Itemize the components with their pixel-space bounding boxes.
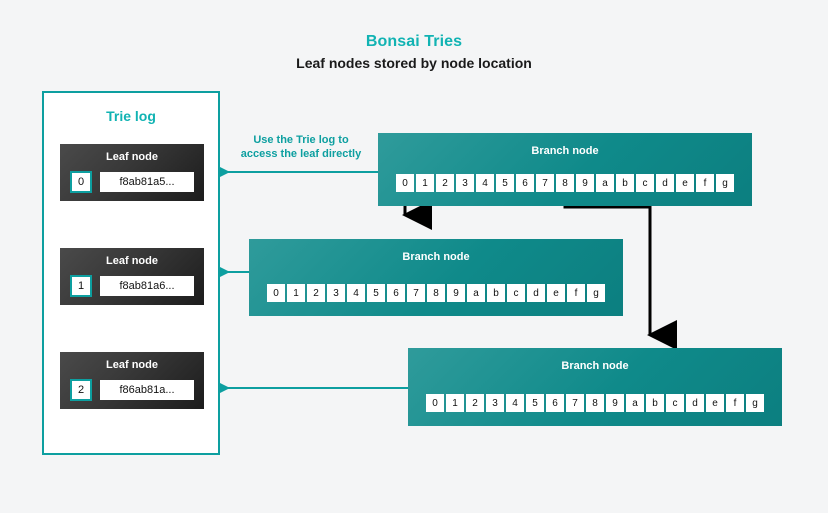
branch-cell-0[interactable]: 0 [267, 284, 285, 302]
page-subtitle: Leaf nodes stored by node location [296, 55, 532, 71]
branch-cell-f[interactable]: f [567, 284, 585, 302]
branch-cell-6[interactable]: 6 [546, 394, 564, 412]
leaf-node-row: 2 f86ab81a... [70, 379, 194, 401]
branch-cell-7[interactable]: 7 [407, 284, 425, 302]
leaf-node-2[interactable]: Leaf node 2 f86ab81a... [60, 352, 204, 409]
leaf-index-box: 0 [70, 171, 92, 193]
leaf-node-1[interactable]: Leaf node 1 f8ab81a6... [60, 248, 204, 305]
leaf-node-label: Leaf node [106, 359, 158, 371]
branch-cell-9[interactable]: 9 [606, 394, 624, 412]
branch-cell-8[interactable]: 8 [586, 394, 604, 412]
branch-cell-e[interactable]: e [547, 284, 565, 302]
branch-cell-c[interactable]: c [507, 284, 525, 302]
branch-cell-0[interactable]: 0 [426, 394, 444, 412]
branch-cell-1[interactable]: 1 [287, 284, 305, 302]
branch-cell-2[interactable]: 2 [436, 174, 454, 192]
trie-log-title: Trie log [106, 108, 156, 124]
branch-cell-2[interactable]: 2 [466, 394, 484, 412]
branch-cell-7[interactable]: 7 [536, 174, 554, 192]
annotation-line-1: Use the Trie log to [253, 134, 349, 146]
leaf-index-box: 1 [70, 275, 92, 297]
branch-cell-5[interactable]: 5 [526, 394, 544, 412]
leaf-node-0[interactable]: Leaf node 0 f8ab81a5... [60, 144, 204, 201]
leaf-node-row: 0 f8ab81a5... [70, 171, 194, 193]
branch-cell-5[interactable]: 5 [496, 174, 514, 192]
annotation-line-2: access the leaf directly [240, 148, 362, 160]
branch-cell-a[interactable]: a [626, 394, 644, 412]
branch-cell-a[interactable]: a [596, 174, 614, 192]
branch-cell-b[interactable]: b [646, 394, 664, 412]
branch-cell-g[interactable]: g [746, 394, 764, 412]
branch-cell-2[interactable]: 2 [307, 284, 325, 302]
branch-cell-c[interactable]: c [636, 174, 654, 192]
branch-cell-6[interactable]: 6 [516, 174, 534, 192]
leaf-hash-box: f86ab81a... [100, 380, 194, 400]
branch-cell-d[interactable]: d [527, 284, 545, 302]
leaf-hash-box: f8ab81a5... [100, 172, 194, 192]
branch-cell-c[interactable]: c [666, 394, 684, 412]
branch-cell-6[interactable]: 6 [387, 284, 405, 302]
branch-cell-3[interactable]: 3 [486, 394, 504, 412]
branch-node-label: Branch node [402, 251, 470, 263]
branch-cell-9[interactable]: 9 [576, 174, 594, 192]
branch-cell-f[interactable]: f [696, 174, 714, 192]
leaf-node-label: Leaf node [106, 255, 158, 267]
branch-cell-4[interactable]: 4 [347, 284, 365, 302]
leaf-hash-box: f8ab81a6... [100, 276, 194, 296]
page-title: Bonsai Tries [365, 33, 463, 50]
branch-cell-d[interactable]: d [656, 174, 674, 192]
branch-cell-1[interactable]: 1 [446, 394, 464, 412]
branch-node-label: Branch node [561, 360, 629, 372]
leaf-node-label: Leaf node [106, 151, 158, 163]
branch-cell-3[interactable]: 3 [456, 174, 474, 192]
branch-cell-g[interactable]: g [716, 174, 734, 192]
branch-cell-8[interactable]: 8 [427, 284, 445, 302]
branch-cell-5[interactable]: 5 [367, 284, 385, 302]
leaf-node-row: 1 f8ab81a6... [70, 275, 194, 297]
branch-cell-b[interactable]: b [487, 284, 505, 302]
branch-cell-3[interactable]: 3 [327, 284, 345, 302]
branch-cell-e[interactable]: e [676, 174, 694, 192]
branch-cell-b[interactable]: b [616, 174, 634, 192]
branch-node-label: Branch node [531, 145, 599, 157]
branch-cell-4[interactable]: 4 [506, 394, 524, 412]
branch-cell-a[interactable]: a [467, 284, 485, 302]
annotation-text: Use the Trie log to access the leaf dire… [225, 133, 377, 161]
branch-cell-9[interactable]: 9 [447, 284, 465, 302]
branch-cell-f[interactable]: f [726, 394, 744, 412]
branch-cell-d[interactable]: d [686, 394, 704, 412]
branch-cell-8[interactable]: 8 [556, 174, 574, 192]
branch-cell-g[interactable]: g [587, 284, 605, 302]
branch-cell-7[interactable]: 7 [566, 394, 584, 412]
branch-cell-4[interactable]: 4 [476, 174, 494, 192]
branch-cell-e[interactable]: e [706, 394, 724, 412]
leaf-index-box: 2 [70, 379, 92, 401]
branch-cell-1[interactable]: 1 [416, 174, 434, 192]
branch-cell-0[interactable]: 0 [396, 174, 414, 192]
